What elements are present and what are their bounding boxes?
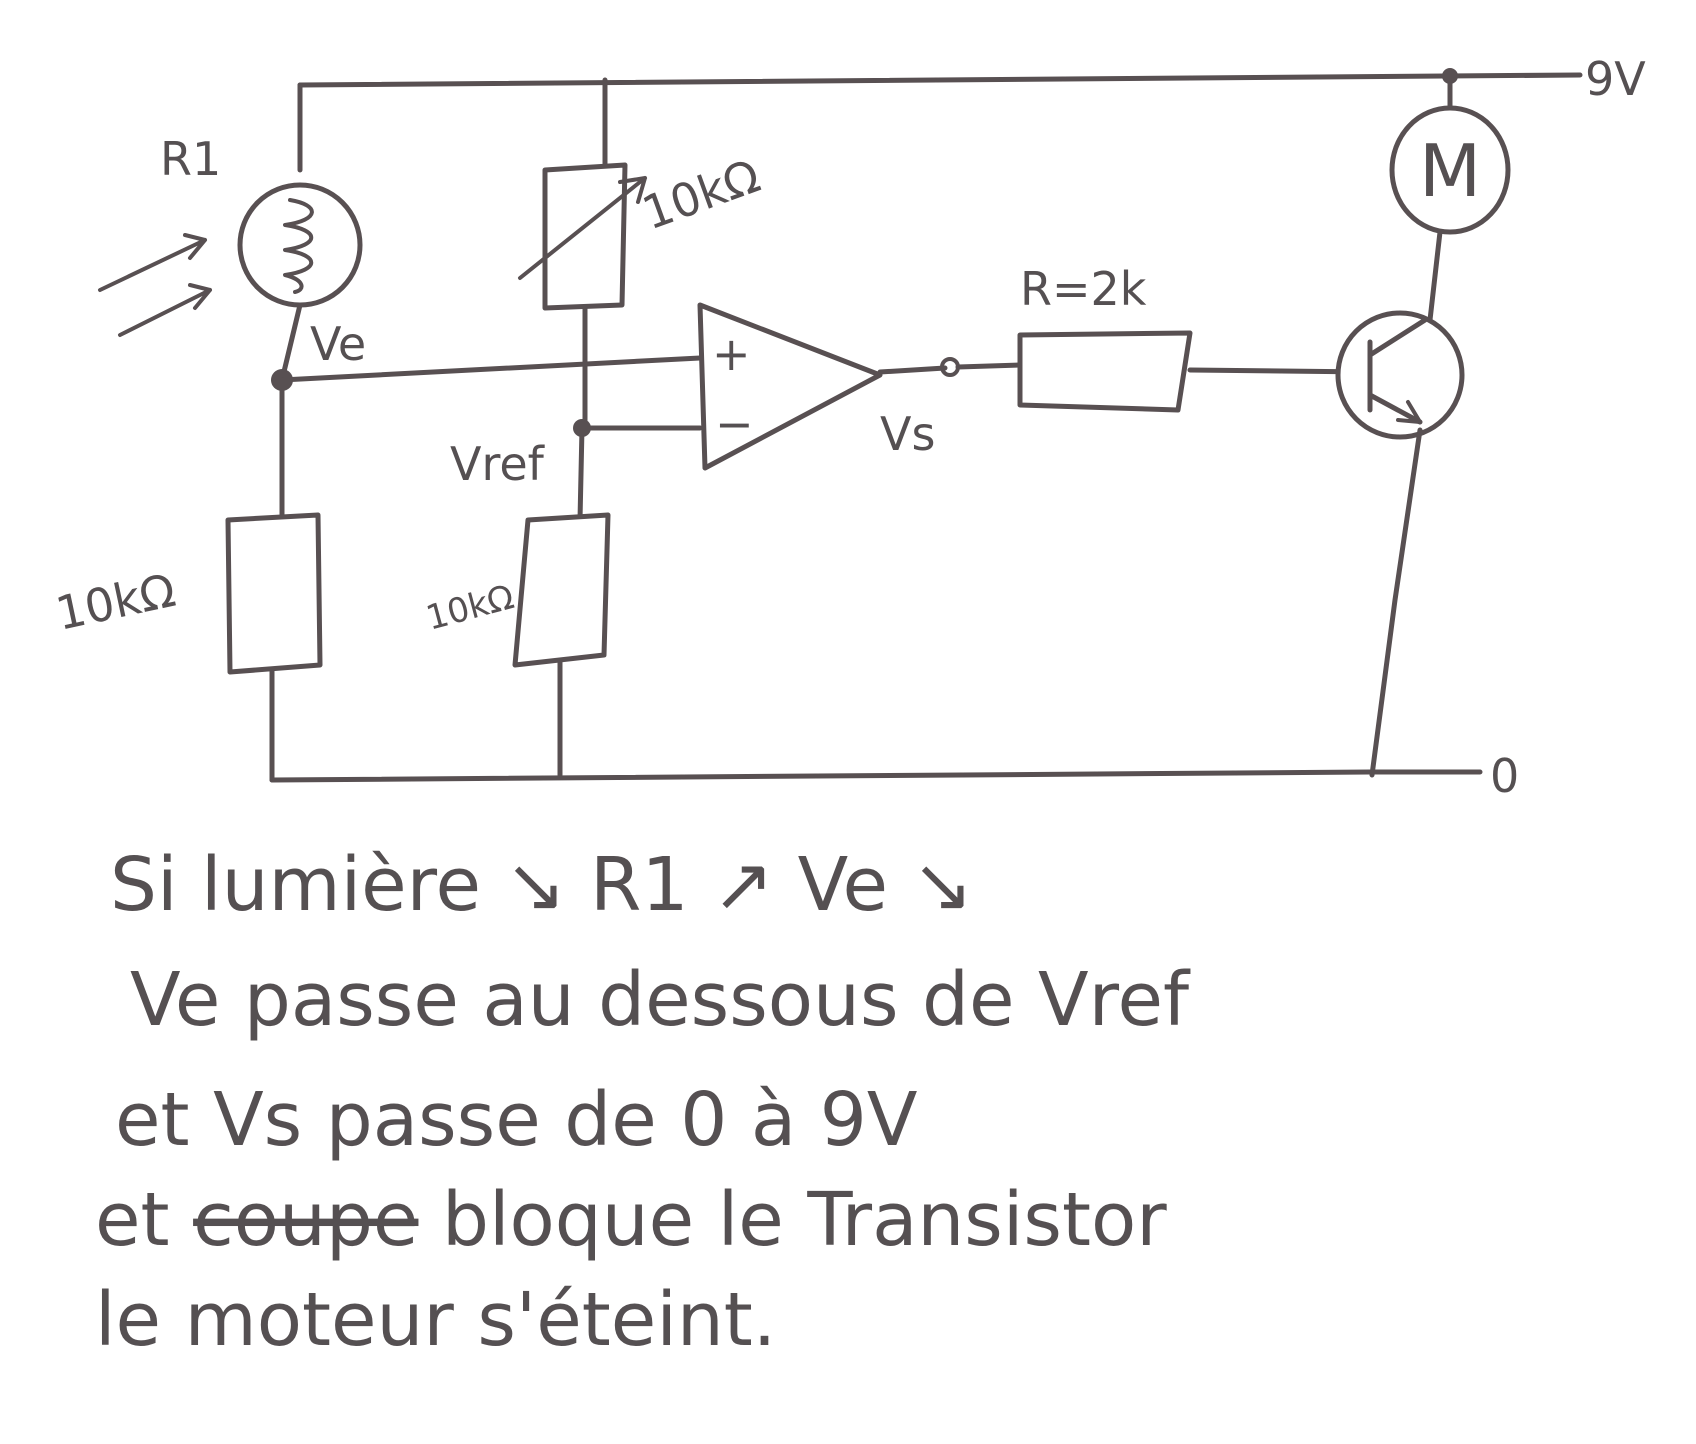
potentiometer-10k xyxy=(518,77,647,431)
plus-sign: + xyxy=(712,327,751,381)
supply-label: 9V xyxy=(1585,52,1646,106)
minus-sign: − xyxy=(715,397,754,451)
vs-label: Vs xyxy=(880,407,935,461)
photoresistor-r1 xyxy=(98,182,363,383)
resistor-mid-10k xyxy=(512,425,611,778)
note-line-1: Si lumière ↘ R1 ↗ Ve ↘ xyxy=(110,842,974,928)
note-line-5: le moteur s'éteint. xyxy=(95,1277,776,1363)
note-line-4-end: bloque le Transistor xyxy=(418,1177,1167,1263)
transistor xyxy=(1335,310,1465,440)
resistor-left-10k xyxy=(225,377,323,783)
note-line-4-struck: coupe xyxy=(193,1177,418,1263)
motor: M xyxy=(1389,73,1511,323)
base-resistor-2k xyxy=(1017,330,1193,413)
ve-label: Ve xyxy=(310,317,366,371)
ground-label: 0 xyxy=(1490,749,1519,803)
ground-rail xyxy=(269,769,1483,783)
op-amp: + − xyxy=(697,302,883,471)
note-line-3: et Vs passe de 0 à 9V xyxy=(115,1077,918,1163)
vref-label: Vref xyxy=(450,437,546,491)
pot-label: 10kΩ xyxy=(635,148,767,240)
motor-label: M xyxy=(1419,129,1481,213)
note-line-4-start: et xyxy=(95,1177,193,1263)
r-left-label: 10kΩ xyxy=(51,563,180,641)
explanation-notes: Si lumière ↘ R1 ↗ Ve ↘ Ve passe au desso… xyxy=(95,842,1191,1363)
note-line-4: et coupe bloque le Transistor xyxy=(95,1177,1167,1263)
r-mid-label: 10kΩ xyxy=(422,577,518,639)
r1-label: R1 xyxy=(160,132,221,186)
base-resistor-label: R=2k xyxy=(1020,262,1147,316)
supply-rail xyxy=(297,68,1583,173)
note-line-2: Ve passe au dessous de Vref xyxy=(130,957,1191,1043)
